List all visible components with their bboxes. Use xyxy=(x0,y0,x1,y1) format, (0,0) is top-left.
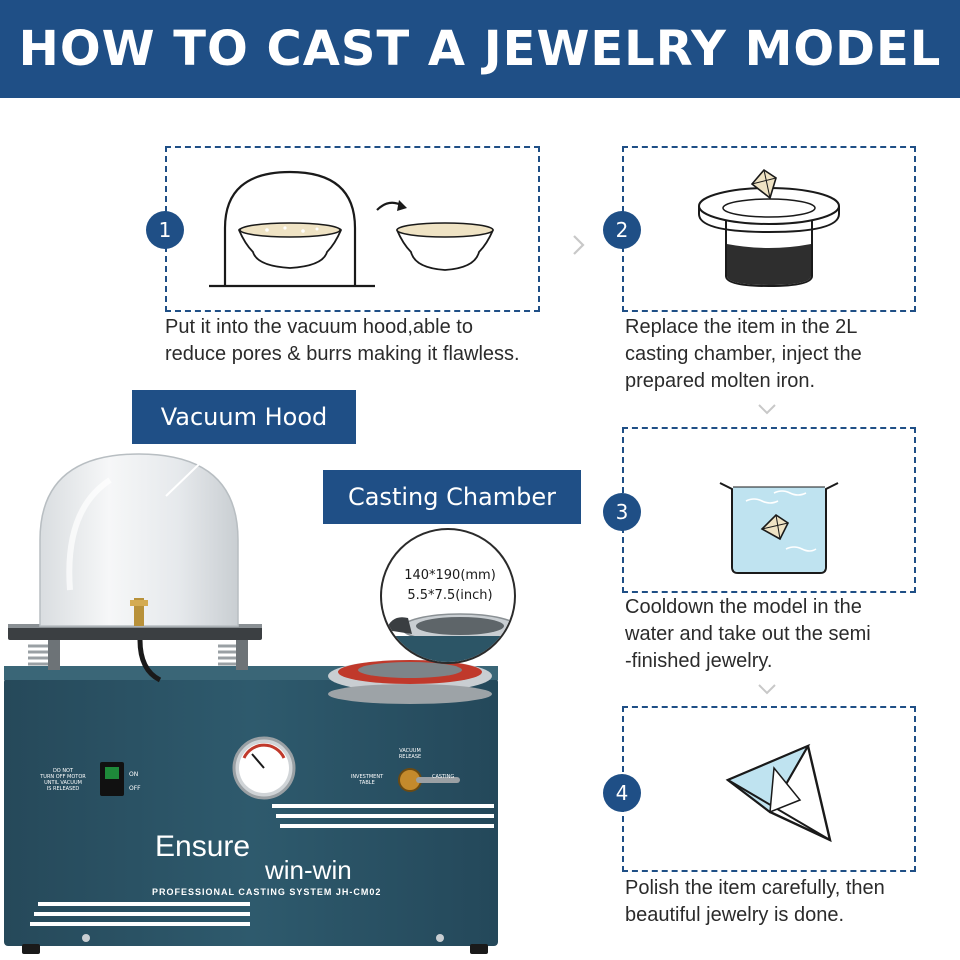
page-title: HOW TO CAST A JEWELRY MODEL xyxy=(18,21,942,77)
valve-top-label: VACUUM RELEASE xyxy=(392,748,428,760)
casting-chamber-label: Casting Chamber xyxy=(323,470,581,524)
step-1-line-1: Put it into the vacuum hood,able to xyxy=(165,316,473,338)
valve-left-line-1: INVESTMENT xyxy=(350,774,384,780)
chamber-closeup-illustration xyxy=(382,613,514,662)
step-4-description: Polish the item carefully, then beautifu… xyxy=(625,875,885,929)
header-banner: HOW TO CAST A JEWELRY MODEL xyxy=(0,0,960,98)
valve-top-line-2: RELEASE xyxy=(398,754,422,760)
step-3-illustration-box xyxy=(622,427,916,593)
polished-gem-illustration xyxy=(725,743,832,843)
step-2-line-3: prepared molten iron. xyxy=(625,370,816,392)
vacuum-hood-illustration xyxy=(209,170,494,288)
step-1-line-2: reduce pores & burrs making it flawless. xyxy=(165,343,520,365)
chevron-down-icon xyxy=(758,404,776,415)
valve-right-label: CASTING xyxy=(432,774,455,780)
valve-top-line-1: VACUUM xyxy=(399,748,421,754)
water-beaker-illustration xyxy=(719,482,839,574)
motor-warning: DO NOT TURN OFF MOTOR UNTIL VACUUM IS RE… xyxy=(34,768,92,792)
step-3-number-badge: 3 xyxy=(603,493,641,531)
model-line: PROFESSIONAL CASTING SYSTEM JH-CM02 xyxy=(152,887,382,897)
chevron-down-icon xyxy=(758,684,776,695)
warning-line-1: DO NOT xyxy=(52,768,74,774)
step-1-description: Put it into the vacuum hood,able to redu… xyxy=(165,314,520,368)
vacuum-hood-label: Vacuum Hood xyxy=(132,390,356,444)
step-1-illustration-box xyxy=(165,146,540,312)
warning-line-2: TURN OFF MOTOR xyxy=(40,774,86,780)
step-2-description: Replace the item in the 2L casting chamb… xyxy=(625,314,862,395)
step-3-description: Cooldown the model in the water and take… xyxy=(625,594,871,675)
casting-chamber-illustration xyxy=(698,168,840,288)
step-3-line-1: Cooldown the model in the xyxy=(625,596,862,618)
switch-on-label: ON xyxy=(129,771,139,778)
chamber-size-mm: 140*190(mm) xyxy=(404,568,496,583)
step-4-number-badge: 4 xyxy=(603,774,641,812)
step-3-line-2: water and take out the semi xyxy=(625,623,871,645)
step-2-line-2: casting chamber, inject the xyxy=(625,343,862,365)
warning-line-4: IS RELEASED xyxy=(46,786,80,792)
step-3-line-3: -finished jewelry. xyxy=(625,650,773,672)
casting-machine-illustration xyxy=(4,453,498,954)
brand-ensure: Ensure xyxy=(155,830,251,863)
step-1-number-badge: 1 xyxy=(146,211,184,249)
switch-off-label: OFF xyxy=(129,785,141,792)
chamber-size-inch: 5.5*7.5(inch) xyxy=(407,588,493,603)
vacuum-hood-pointer xyxy=(165,443,221,497)
step-2-line-1: Replace the item in the 2L xyxy=(625,316,858,338)
brand-win-win: win-win xyxy=(265,855,352,885)
step-4-line-2: beautiful jewelry is done. xyxy=(625,904,845,926)
chamber-size-callout: 140*190(mm) 5.5*7.5(inch) xyxy=(380,528,516,664)
step-2-illustration-box xyxy=(622,146,916,312)
step-4-line-1: Polish the item carefully, then xyxy=(625,877,885,899)
step-4-illustration-box xyxy=(622,706,916,872)
step-2-number-badge: 2 xyxy=(603,211,641,249)
warning-line-3: UNTIL VACUUM xyxy=(44,780,82,786)
chevron-right-icon xyxy=(573,235,585,255)
valve-left-label: INVESTMENT TABLE xyxy=(346,774,388,786)
valve-left-line-2: TABLE xyxy=(359,780,375,786)
